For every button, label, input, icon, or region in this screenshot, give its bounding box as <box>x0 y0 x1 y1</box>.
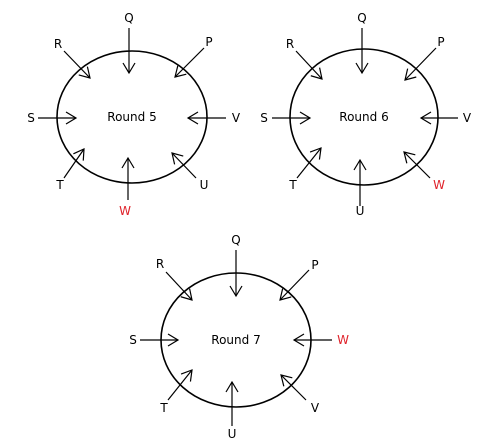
arrow-head <box>73 148 85 161</box>
arrow-head <box>403 151 416 164</box>
arrow-s: S <box>27 111 78 125</box>
arrow-w: W <box>292 333 349 347</box>
arrow-label: S <box>129 333 137 347</box>
arrow-label: U <box>356 204 365 218</box>
arrow-label: S <box>27 111 35 125</box>
round-5-group: Round 5 Q P V U W T S R <box>27 11 241 218</box>
arrow-t: T <box>288 147 322 192</box>
round-title: Round 5 <box>107 110 156 124</box>
arrow-q: Q <box>229 233 243 298</box>
arrow-head <box>299 111 312 125</box>
arrow-s: S <box>129 333 180 347</box>
arrow-shaft <box>167 369 193 401</box>
arrow-label: Q <box>231 233 240 247</box>
arrow-label: V <box>463 111 472 125</box>
arrow-r: R <box>286 37 323 80</box>
arrow-label: P <box>205 35 212 49</box>
arrow-label: T <box>159 401 168 415</box>
arrow-head <box>279 288 292 301</box>
arrow-label: T <box>55 178 64 192</box>
arrow-label: U <box>228 427 237 441</box>
round-circle <box>289 48 439 186</box>
arrow-label: W <box>433 178 445 192</box>
arrow-shaft <box>296 147 322 179</box>
arrow-head <box>180 369 193 382</box>
arrow-label: R <box>54 37 62 51</box>
arrow-v: V <box>186 111 241 125</box>
arrow-w: W <box>403 151 445 192</box>
arrow-s: S <box>260 111 312 125</box>
arrow-shaft <box>171 152 197 179</box>
arrow-label: R <box>286 37 294 51</box>
arrow-label: T <box>288 178 297 192</box>
arrow-u: U <box>171 152 209 192</box>
arrow-label: S <box>260 111 268 125</box>
arrow-t: T <box>55 148 85 192</box>
arrow-label: P <box>311 258 318 272</box>
arrow-label: W <box>119 204 131 218</box>
arrow-shaft <box>403 151 431 179</box>
arrow-head <box>310 67 323 80</box>
arrow-head <box>180 288 193 301</box>
arrow-p: P <box>174 35 213 78</box>
arrow-p: P <box>404 35 445 81</box>
round-circle <box>56 50 208 184</box>
arrow-head <box>121 156 135 169</box>
arrow-shaft <box>280 374 307 401</box>
arrow-shaft <box>63 50 91 79</box>
arrow-label: U <box>200 178 209 192</box>
arrow-head <box>309 147 322 160</box>
arrow-t: T <box>159 369 193 415</box>
arrow-head <box>78 66 91 79</box>
arrow-head <box>186 111 199 125</box>
arrow-shaft <box>404 47 437 81</box>
arrow-shaft <box>279 269 310 301</box>
arrow-u: U <box>225 380 239 441</box>
arrow-head <box>167 333 180 347</box>
arrow-head <box>65 111 78 125</box>
arrow-head <box>355 62 369 75</box>
arrow-head <box>280 374 293 387</box>
round-title: Round 6 <box>339 110 388 124</box>
arrow-u: U <box>353 158 367 218</box>
round-6-group: Round 6 Q P V W U T S R <box>260 11 472 218</box>
arrow-v: V <box>280 374 320 415</box>
arrow-label: V <box>232 111 241 125</box>
arrow-q: Q <box>355 11 369 75</box>
round-title: Round 7 <box>211 333 260 347</box>
arrow-shaft <box>165 271 193 301</box>
arrow-p: P <box>279 258 319 301</box>
arrow-head <box>404 68 417 81</box>
arrow-head <box>353 158 367 171</box>
arrow-label: P <box>437 35 444 49</box>
round-7-group: Round 7 Q P W V U T S R <box>129 233 349 441</box>
arrow-shaft <box>174 47 205 78</box>
arrow-r: R <box>156 257 193 301</box>
arrow-head <box>419 111 432 125</box>
arrow-head <box>122 62 136 75</box>
arrow-label: W <box>337 333 349 347</box>
arrow-label: Q <box>357 11 366 25</box>
arrow-label: Q <box>124 11 133 25</box>
arrow-label: V <box>311 401 320 415</box>
arrow-v: V <box>419 111 472 125</box>
arrow-q: Q <box>122 11 136 75</box>
arrow-head <box>292 333 305 347</box>
arrow-r: R <box>54 37 91 79</box>
arrow-label: R <box>156 257 164 271</box>
arrow-head <box>229 285 243 298</box>
arrow-head <box>174 65 187 78</box>
arrow-head <box>225 380 239 393</box>
arrow-shaft <box>63 148 85 179</box>
arrow-w: W <box>119 156 135 218</box>
arrow-head <box>171 152 184 165</box>
arrow-shaft <box>295 50 323 80</box>
